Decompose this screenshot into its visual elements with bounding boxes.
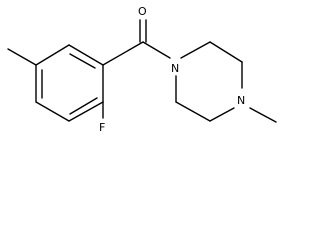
oxygen-label: O <box>138 5 147 18</box>
methyl-nitrogen-label: N <box>237 94 245 107</box>
piperazine-bond <box>209 107 235 122</box>
piperazine-bond <box>180 41 211 59</box>
ring-double-bond <box>69 97 98 115</box>
ring-bond <box>35 101 70 122</box>
ring-bond <box>68 44 104 66</box>
ring-carbonyl-bond <box>102 41 144 66</box>
n-methyl-bond <box>249 107 277 123</box>
molecule-diagram: O F N N <box>7 5 277 134</box>
piperazine-bond <box>209 41 243 63</box>
amide-nitrogen-label: N <box>171 62 179 75</box>
ring-bond <box>35 44 70 66</box>
carbonyl-n-bond <box>142 41 171 59</box>
piperazine-bond <box>175 101 211 122</box>
ring-double-bond <box>69 53 96 69</box>
ring-bond <box>68 101 104 122</box>
methyl-bond <box>7 48 37 66</box>
fluorine-label: F <box>99 121 105 134</box>
